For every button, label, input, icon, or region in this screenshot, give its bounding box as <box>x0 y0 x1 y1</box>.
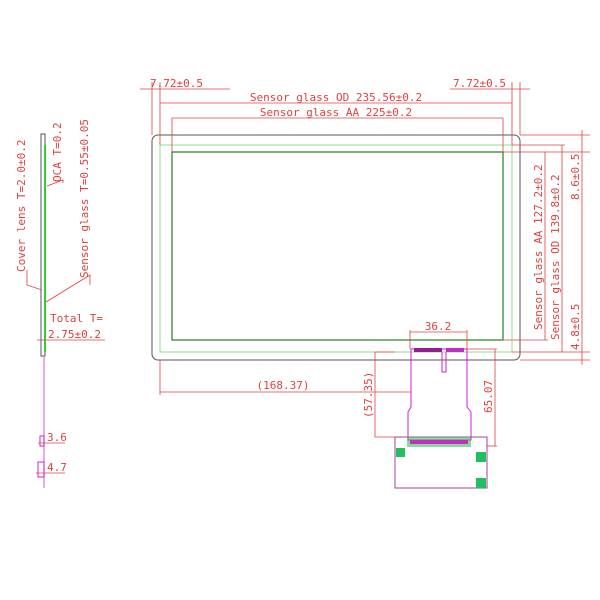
sensor-od-height-label: Sensor glass OD 139.8±0.2 <box>549 174 562 340</box>
fpc <box>394 348 488 489</box>
fpc-thickness-2: 4.7 <box>47 461 67 474</box>
fpc-length-label: 65.07 <box>482 380 495 413</box>
cover-lens-leader <box>26 270 43 291</box>
fpc-bond-pad-left <box>414 348 442 352</box>
sensor-aa-width-label: Sensor glass AA 225±0.2 <box>260 106 412 119</box>
sensor-od-outline <box>159 144 513 353</box>
fpc-length-ref-label: (57.35) <box>362 372 375 418</box>
connector-pins <box>410 440 468 444</box>
sensor-od-width-label: Sensor glass OD 235.56±0.2 <box>250 91 422 104</box>
side-view: Cover lens T=2.0±0.2 OCA T=0.2 Sensor gl… <box>15 119 105 488</box>
pad <box>476 452 486 462</box>
pad <box>396 448 405 457</box>
sensor-aa-height-label: Sensor glass AA 127.2±0.2 <box>532 164 545 330</box>
fpc-outline <box>407 348 472 441</box>
fpc-bond-pad-right <box>446 348 464 352</box>
left-margin-label: 7.72±0.5 <box>150 77 203 90</box>
bottom-margin-label: 4.8±0.5 <box>569 304 582 350</box>
oca-label: OCA T=0.2 <box>51 122 64 182</box>
right-margin-label: 7.72±0.5 <box>453 77 506 90</box>
sensor-aa-outline <box>171 151 504 341</box>
cover-lens-outline <box>151 134 521 361</box>
cover-lens-label: Cover lens T=2.0±0.2 <box>15 140 28 272</box>
fpc-thickness-1: 3.6 <box>47 431 67 444</box>
sensor-glass-label: Sensor glass T=0.55±0.05 <box>78 119 91 278</box>
fpc-offset-label: (168.37) <box>257 379 310 392</box>
sensor-glass-leader <box>45 274 91 303</box>
front-view: 7.72±0.5 7.72±0.5 Sensor glass OD 235.56… <box>140 77 590 489</box>
fpc-slit <box>441 352 447 373</box>
total-thickness-label: Total T= <box>50 312 103 325</box>
fpc-width-label: 36.2 <box>425 320 452 333</box>
fpc-stiffener-2 <box>37 461 45 478</box>
pad <box>476 478 486 488</box>
top-margin-label: 8.6±0.5 <box>569 154 582 200</box>
total-thickness-value: 2.75±0.2 <box>48 328 101 341</box>
oca-leader <box>46 179 64 187</box>
fpc-stiffener-1 <box>39 435 45 447</box>
